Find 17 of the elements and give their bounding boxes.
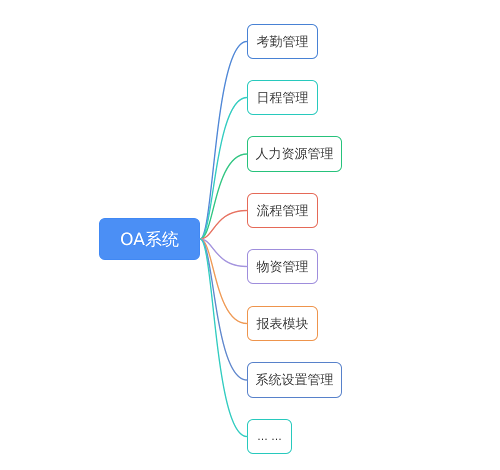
- connector-line: [199, 238, 248, 438]
- connector-line: [200, 153, 248, 240]
- connector-line: [200, 210, 248, 240]
- topic-box: 日程管理: [247, 80, 318, 115]
- topic-box: 人力资源管理: [247, 136, 342, 172]
- topic-box: 报表模块: [247, 306, 318, 341]
- connector-line: [200, 96, 248, 240]
- connector-line: [200, 238, 248, 381]
- topic-box: 考勤管理: [247, 24, 318, 59]
- topic-box: ... ...: [247, 419, 292, 454]
- topic-box: 系统设置管理: [247, 362, 342, 398]
- connector-line: [200, 238, 248, 268]
- connector-line: [200, 238, 248, 324]
- root-topic-box: OA系统: [99, 218, 200, 260]
- topic-box: 流程管理: [247, 193, 318, 228]
- topic-box: 物资管理: [247, 249, 318, 284]
- connector-line: [199, 40, 248, 240]
